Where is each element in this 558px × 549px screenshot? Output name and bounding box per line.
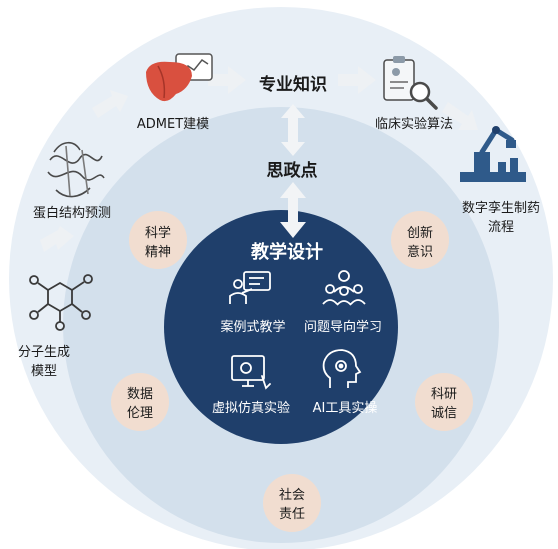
badge-innovation: 创新 意识: [391, 211, 449, 269]
flow-arrows: [40, 66, 478, 252]
flow-arrow-knowledge-to-clinical: [338, 66, 376, 94]
svg-text:责任: 责任: [279, 507, 305, 522]
badge-research-integrity: 科研 诚信: [415, 373, 473, 431]
svg-text:社会: 社会: [279, 487, 305, 503]
svg-text:精神: 精神: [145, 245, 171, 260]
flow-arrow-molecule-to-protein: [40, 226, 74, 252]
ai-head-icon: [322, 349, 362, 388]
flow-arrow-clinical-to-twin: [442, 102, 478, 130]
svg-text:诚信: 诚信: [431, 406, 457, 421]
digital-twin-label-line1: 数字孪生制药: [462, 200, 540, 216]
clipboard-magnifier-icon: [383, 56, 438, 110]
badge-science-spirit: 科学 精神: [129, 211, 187, 269]
core-title: 教学设计: [251, 241, 323, 263]
method-problem-based: 问题导向学习: [304, 319, 382, 335]
method-ai-tools: AI工具实操: [313, 400, 378, 416]
group-icon: [322, 270, 366, 306]
svg-text:科研: 科研: [431, 387, 457, 402]
molecule-label-line2: 模型: [31, 364, 57, 379]
virtual-lab-icon: [231, 355, 271, 390]
badge-social-responsibility: 社会 责任: [263, 474, 321, 532]
middle-ring-title: 思政点: [267, 160, 318, 181]
badge-data-ethics: 数据 伦理: [111, 373, 169, 431]
svg-text:意识: 意识: [407, 244, 433, 260]
svg-text:数据: 数据: [127, 387, 153, 402]
svg-text:科学: 科学: [145, 225, 171, 241]
clinical-label: 临床实验算法: [375, 116, 453, 132]
vertical-arrows: [280, 104, 306, 238]
svg-text:创新: 创新: [407, 225, 433, 241]
digital-twin-label-line2: 流程: [488, 220, 514, 235]
svg-text:伦理: 伦理: [127, 406, 153, 421]
liver-chart-icon: [146, 53, 213, 102]
arrow-ideology-core: [280, 182, 306, 238]
flow-arrow-admet-to-knowledge: [208, 66, 246, 94]
presenter-icon: [229, 271, 271, 304]
molecule-label-line1: 分子生成: [18, 345, 70, 360]
core-circle: [164, 210, 398, 444]
robot-arm-icon: [460, 126, 526, 182]
method-virtual-simulation: 虚拟仿真实验: [212, 400, 290, 416]
protein-label: 蛋白结构预测: [33, 205, 111, 221]
outer-ring-title: 专业知识: [259, 74, 327, 95]
method-case-teaching: 案例式教学: [220, 319, 285, 335]
flow-arrow-protein-to-admet: [92, 90, 128, 118]
molecule-icon: [29, 274, 93, 331]
arrow-knowledge-ideology: [281, 104, 305, 156]
protein-icon: [47, 141, 105, 198]
admet-label: ADMET建模: [137, 117, 209, 132]
